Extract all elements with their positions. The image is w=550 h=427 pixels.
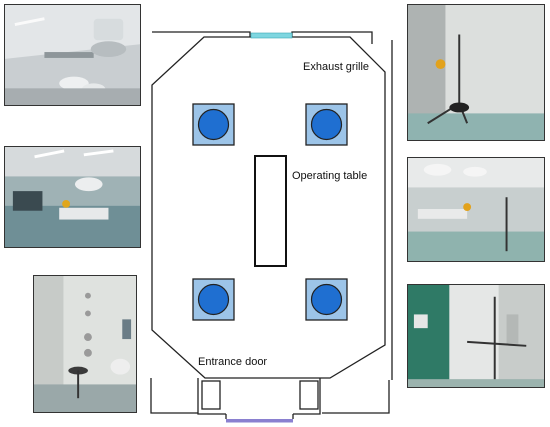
operating-table (254, 155, 287, 267)
diffuser-bottom-left (192, 278, 235, 321)
photo-or-overview (4, 146, 141, 248)
exhaust-grille (250, 32, 293, 39)
photo-table-measurement (407, 157, 545, 262)
photo-doorway-measurement (407, 284, 545, 388)
outer-walls (150, 31, 393, 414)
exhaust-grille-label: Exhaust grille (303, 61, 370, 73)
diffuser-top-right (305, 103, 348, 146)
photo-ceiling-lights (4, 4, 141, 106)
photo-wall-sensor-stand (33, 275, 137, 413)
photo-corner-anemometer (407, 4, 545, 141)
entrance-door (226, 419, 293, 423)
operating-table-label: Operating table (292, 170, 368, 182)
diffuser-top-left (192, 103, 235, 146)
entrance-walls (195, 378, 321, 419)
diffuser-bottom-right (305, 278, 348, 321)
entrance-door-label: Entrance door (198, 356, 268, 368)
